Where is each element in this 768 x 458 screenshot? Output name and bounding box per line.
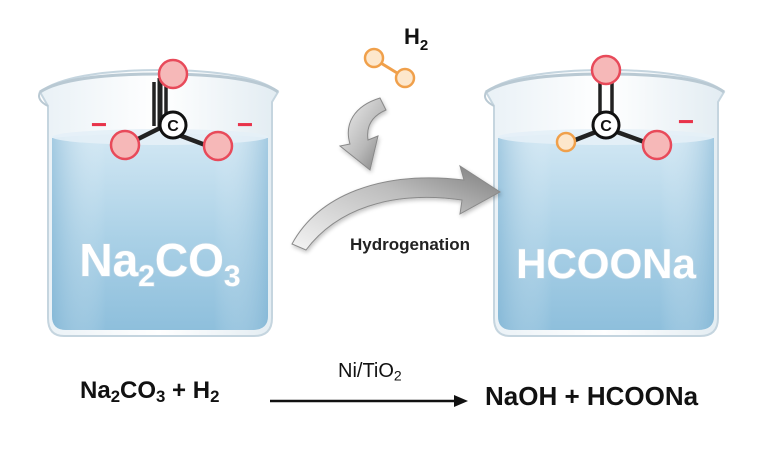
beaker-left: Na2CO3 C − − xyxy=(38,58,280,337)
formula-left-part1: Na xyxy=(79,234,138,286)
equation-catalyst: Ni/TiO2 xyxy=(338,360,402,383)
h2-molecule: H2 xyxy=(363,24,428,89)
eq-left-c-sub: 2 xyxy=(210,387,220,407)
h2-label: H2 xyxy=(404,24,428,54)
hydrogen-atom xyxy=(394,67,416,89)
oxygen-atom xyxy=(641,129,673,161)
beaker-left-liquid-shade xyxy=(52,133,268,330)
beaker-right: HCOONa C − xyxy=(484,54,726,337)
eq-left-c: + H xyxy=(165,377,211,404)
formula-left-part2: CO xyxy=(155,234,224,286)
beaker-right-liquid-shade xyxy=(498,133,714,330)
formate-ion: C − xyxy=(555,54,694,161)
hydrogen-atom xyxy=(363,47,385,69)
process-label: Hydrogenation xyxy=(350,235,470,254)
beaker-right-formula: HCOONa xyxy=(516,240,696,287)
equation-products: NaOH + HCOONa xyxy=(485,381,699,411)
charge-left-1: − xyxy=(91,109,107,140)
oxygen-atom xyxy=(590,54,622,86)
carbon-label: C xyxy=(167,118,179,135)
oxygen-atom xyxy=(157,58,189,90)
eq-left-b-sub: 3 xyxy=(156,387,166,407)
oxygen-atom xyxy=(202,130,234,162)
equation-reactants: Na2CO3 + H2 xyxy=(80,377,219,405)
charge-right-1: − xyxy=(678,106,694,137)
formula-left-sub2: 3 xyxy=(224,260,241,293)
catalyst-base: Ni/TiO xyxy=(338,360,394,382)
eq-left-a: Na xyxy=(80,377,111,404)
charge-left-2: − xyxy=(237,109,253,140)
carbon-atom xyxy=(158,110,188,140)
oxygen-atom xyxy=(109,129,141,161)
beaker-right-spout xyxy=(484,91,495,107)
carbon-atom xyxy=(591,110,621,140)
carbon-label: C xyxy=(600,118,612,135)
h2-incoming-arrow xyxy=(338,97,387,171)
beaker-left-formula: Na2CO3 xyxy=(79,234,240,293)
h2-label-sub: 2 xyxy=(420,37,428,54)
h2-label-base: H xyxy=(404,24,420,49)
eq-left-a-sub: 2 xyxy=(110,387,121,407)
beaker-left-spout xyxy=(38,91,49,107)
eq-left-b: CO xyxy=(120,377,157,404)
formula-left-sub1: 2 xyxy=(138,260,155,293)
catalyst-sub: 2 xyxy=(393,367,402,384)
hydrogen-atom xyxy=(555,131,577,153)
carbonate-ion: C − − xyxy=(91,58,253,162)
reaction-arrow xyxy=(270,395,468,407)
hydrogenation-arrow xyxy=(291,164,501,251)
